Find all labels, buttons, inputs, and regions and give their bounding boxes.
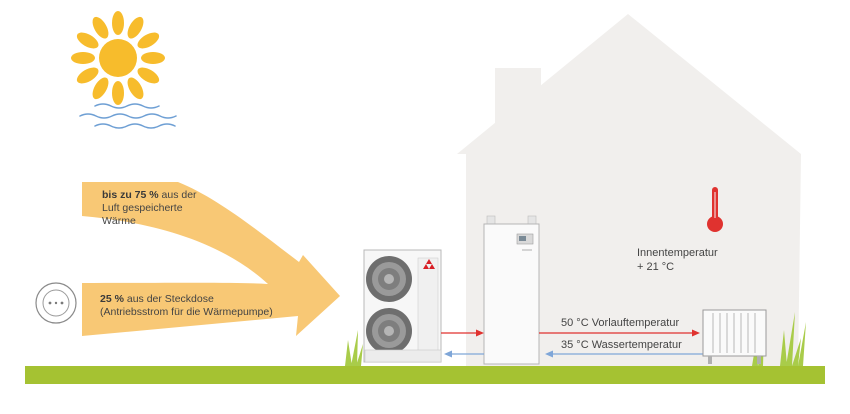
water-waves-icon (79, 103, 177, 129)
socket-share-line2: (Antriebsstrom für die Wärmepumpe) (100, 306, 273, 318)
indoor-temperature-label: Innentemperatur + 21 °C (637, 246, 718, 274)
radiator (702, 309, 767, 364)
socket-share-label: 25 % aus der Steckdose (Antriebsstrom fü… (100, 293, 273, 319)
house-silhouette (457, 14, 801, 372)
air-share-line2: Luft gespeicherte (102, 202, 183, 214)
air-share-label: bis zu 75 % aus der Luft gespeicherte Wä… (102, 189, 197, 228)
air-share-line3: Wärme (102, 215, 136, 227)
sun-icon (71, 11, 165, 105)
air-share-bold: bis zu 75 % (102, 189, 159, 201)
socket-share-bold: 25 % (100, 293, 124, 305)
socket-share-line1-rest: aus der Steckdose (123, 293, 214, 305)
pipe-flow-outdoor-to-tank (441, 329, 484, 337)
flow-line (539, 329, 700, 337)
return-line (545, 350, 703, 358)
return-temperature-label: 35 °C Wassertemperatur (561, 339, 682, 351)
flow-temperature-label: 50 °C Vorlauftemperatur (561, 317, 680, 329)
pipe-return-tank-to-outdoor (444, 350, 484, 358)
indoor-temperature-title: Innentemperatur (637, 247, 718, 259)
outdoor-unit (363, 249, 442, 363)
power-socket-icon (35, 282, 77, 324)
thermometer-icon (707, 187, 723, 232)
indoor-temperature-value: + 21 °C (637, 261, 675, 273)
brand-logo (423, 259, 435, 269)
house-chimney (495, 68, 541, 148)
fan-lower (366, 308, 412, 354)
ground (25, 366, 825, 384)
air-share-line1-rest: aus der (158, 189, 197, 201)
indoor-unit (483, 215, 540, 365)
air-energy-arrow (82, 182, 340, 336)
fan-upper (366, 256, 412, 302)
